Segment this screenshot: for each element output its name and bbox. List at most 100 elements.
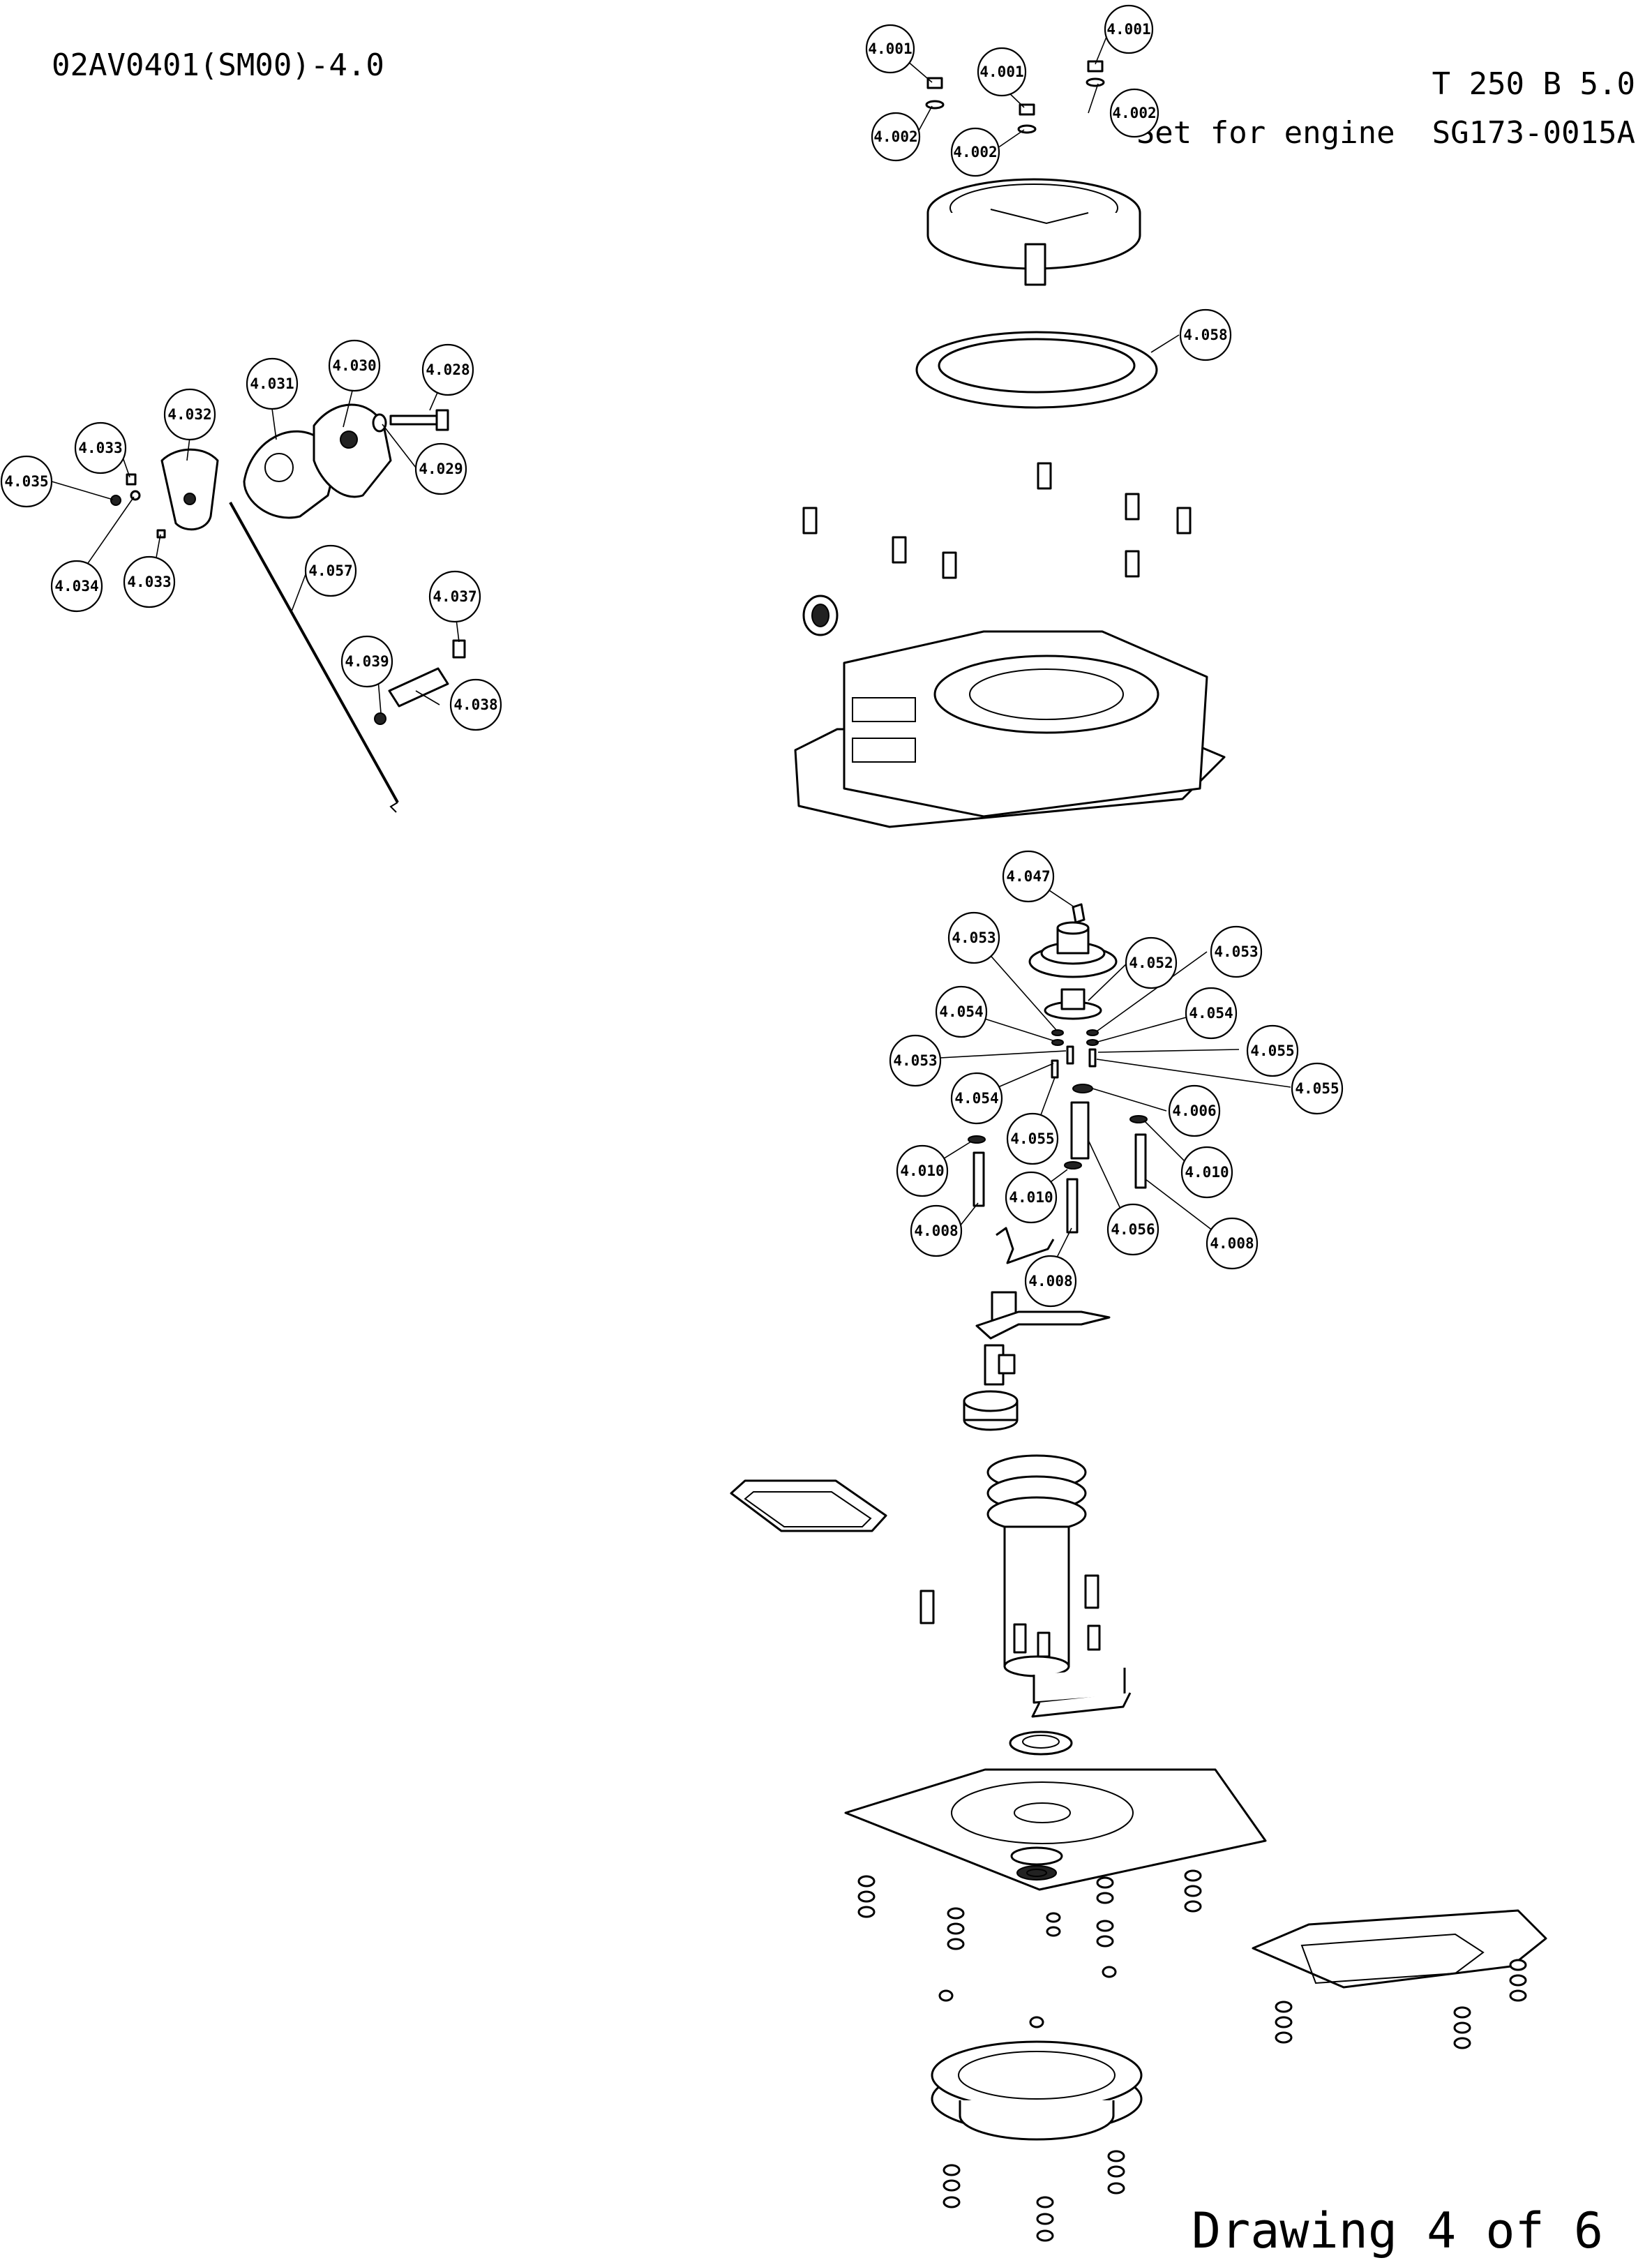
callout-label: 4.054 (954, 1090, 998, 1107)
callout-4-008-c: 4.008 (1024, 1255, 1077, 1308)
callout-label: 4.031 (250, 375, 294, 392)
callout-label: 4.037 (433, 588, 476, 605)
small-pulley (963, 1390, 1019, 1431)
callout-4-002-c: 4.002 (1109, 88, 1159, 138)
bottom-mounts (943, 2150, 1125, 2242)
callout-4-055-c: 4.055 (1006, 1112, 1059, 1165)
callout-label: 4.029 (419, 461, 463, 477)
callout-label: 4.054 (939, 1003, 983, 1020)
callout-4-055-a: 4.055 (1246, 1024, 1299, 1077)
lower-washers (1010, 1846, 1063, 1881)
callout-label: 4.047 (1006, 868, 1050, 885)
callout-4-057: 4.057 (304, 544, 357, 597)
gasket-ring (915, 331, 1158, 409)
callout-label: 4.035 (4, 473, 48, 490)
callout-4-002-b: 4.002 (950, 127, 1000, 177)
fan-housing (794, 630, 1226, 828)
callout-label: 4.033 (127, 574, 171, 590)
callout-label: 4.052 (1129, 955, 1173, 971)
bolt-4-028 (372, 409, 449, 433)
cover-nuts (925, 60, 1105, 134)
sheet-number: Drawing 4 of 6 (1191, 2202, 1603, 2259)
callout-4-054-c: 4.054 (950, 1072, 1003, 1125)
callout-4-052: 4.052 (1125, 936, 1178, 989)
engine-set-label: Set for engine SG173-0015A (1136, 115, 1635, 151)
callouts: 4.001 4.001 4.001 4.002 4.002 4.002 4.05… (0, 4, 1344, 1308)
callout-4-008-b: 4.008 (1206, 1217, 1259, 1270)
callout-label: 4.033 (78, 440, 122, 456)
callout-4-053-b: 4.053 (1210, 925, 1263, 978)
callout-label: 4.008 (914, 1223, 958, 1239)
bolts-row-2 (919, 1574, 1101, 1658)
callout-4-039: 4.039 (340, 635, 393, 688)
recoil-starter-cover (926, 178, 1141, 286)
mounting-bracket (1031, 1668, 1132, 1718)
throttle-lever-4-032 (160, 448, 219, 531)
callout-label: 4.055 (1010, 1130, 1054, 1147)
cable-clamp-4-038 (374, 639, 466, 725)
callout-label: 4.002 (873, 128, 917, 145)
spacer-4-052 (1044, 988, 1102, 1020)
callout-4-038: 4.038 (449, 678, 502, 731)
callout-4-033-a: 4.033 (74, 421, 127, 474)
callout-4-030: 4.030 (328, 339, 381, 392)
callout-4-037: 4.037 (428, 570, 481, 623)
pulley-upper (1028, 921, 1118, 978)
callout-label: 4.010 (1009, 1189, 1053, 1206)
pins-and-rings (968, 1084, 1148, 1234)
document-code: 02AV0401(SM00)-4.0 (52, 47, 384, 83)
callout-label: 4.056 (1111, 1221, 1155, 1238)
callout-4-010-a: 4.010 (896, 1144, 949, 1197)
callout-label: 4.054 (1189, 1005, 1233, 1022)
callout-4-035: 4.035 (0, 455, 53, 508)
main-pulley (986, 1454, 1087, 1677)
callout-4-006: 4.006 (1168, 1084, 1221, 1137)
callout-label: 4.055 (1250, 1042, 1294, 1059)
drive-belt (730, 1479, 887, 1532)
torsion-spring (996, 1227, 1055, 1264)
model-number: T 250 B 5.0 (1432, 66, 1635, 102)
callout-label: 4.001 (979, 63, 1023, 80)
callout-4-028: 4.028 (421, 343, 474, 396)
callout-4-055-b: 4.055 (1291, 1062, 1344, 1115)
callout-label: 4.032 (167, 406, 211, 423)
callout-label: 4.010 (1185, 1164, 1229, 1181)
throttle-housing-4-030 (313, 403, 392, 498)
callout-4-053-a: 4.053 (947, 911, 1000, 964)
side-plate (1252, 1909, 1547, 2049)
callout-4-008-a: 4.008 (910, 1204, 963, 1257)
callout-4-001-b: 4.001 (977, 47, 1027, 97)
callout-label: 4.039 (345, 653, 389, 670)
callout-label: 4.010 (900, 1163, 944, 1179)
callout-label: 4.001 (1106, 21, 1150, 38)
small-hardware-4-033-4-035 (110, 473, 166, 539)
callout-label: 4.002 (1112, 105, 1156, 121)
callout-4-056: 4.056 (1106, 1203, 1159, 1256)
callout-4-002-a: 4.002 (871, 112, 921, 162)
callout-label: 4.038 (453, 696, 497, 713)
callout-4-029: 4.029 (414, 442, 467, 495)
callout-label: 4.008 (1028, 1273, 1072, 1290)
callout-label: 4.002 (953, 144, 997, 160)
callout-label: 4.058 (1183, 327, 1227, 343)
key-4-047 (1072, 903, 1086, 924)
clutch-lever-shaft (975, 1291, 1111, 1386)
callout-label: 4.055 (1295, 1080, 1339, 1097)
rubber-mounts (857, 1869, 1202, 2028)
callout-label: 4.053 (952, 929, 996, 946)
callout-4-031: 4.031 (246, 357, 299, 410)
callout-4-010-b: 4.010 (1180, 1146, 1233, 1199)
callout-4-001-c: 4.001 (1104, 4, 1154, 54)
callout-4-033-b: 4.033 (123, 555, 176, 608)
lower-housing-flange (931, 2040, 1143, 2141)
throttle-cable-4-057 (229, 502, 399, 813)
callout-label: 4.057 (308, 562, 352, 579)
bearing (1009, 1730, 1073, 1756)
callout-label: 4.028 (426, 361, 470, 378)
callout-label: 4.053 (893, 1052, 937, 1069)
callout-label: 4.001 (868, 40, 912, 57)
base-plate (844, 1768, 1267, 1891)
callout-4-047: 4.047 (1002, 850, 1055, 903)
